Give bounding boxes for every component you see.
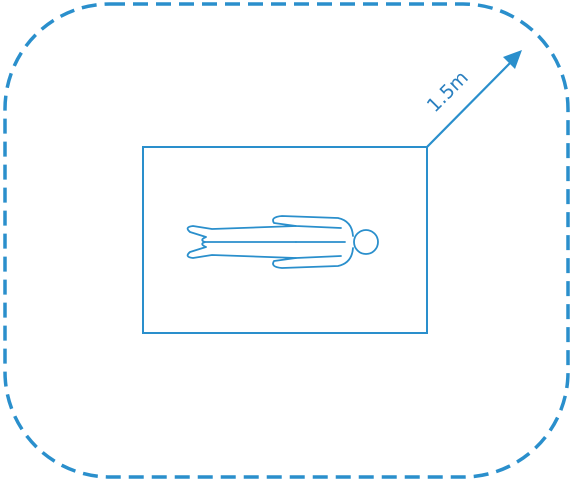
upper-leg <box>188 226 296 242</box>
occupied-area <box>143 147 427 333</box>
head <box>354 230 378 254</box>
clearance-boundary <box>5 4 568 477</box>
lower-leg <box>188 242 296 258</box>
person-figure <box>188 216 378 268</box>
